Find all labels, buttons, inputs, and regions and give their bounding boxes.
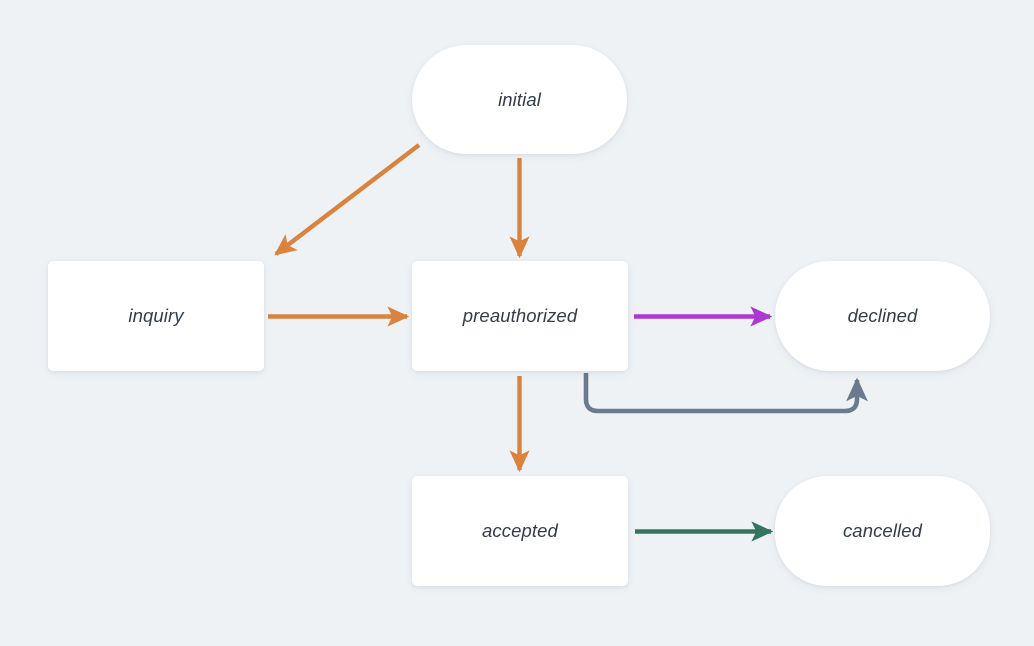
node-inquiry-label: inquiry: [128, 305, 184, 326]
edge-preauthorized-to-declined-loop: [583, 373, 868, 414]
node-cancelled-label: cancelled: [842, 520, 923, 541]
node-accepted-label: accepted: [482, 520, 558, 541]
node-preauthorized-label: preauthorized: [462, 305, 578, 326]
node-preauthorized[interactable]: preauthorized: [412, 261, 628, 371]
node-initial-label: initial: [498, 88, 541, 110]
edge-initial-to-inquiry: [274, 143, 421, 256]
node-cancelled[interactable]: cancelled: [775, 476, 990, 586]
node-accepted[interactable]: accepted: [412, 476, 628, 586]
node-declined[interactable]: declined: [775, 261, 990, 371]
node-initial[interactable]: initial: [412, 45, 627, 154]
node-inquiry[interactable]: inquiry: [48, 261, 264, 371]
node-declined-label: declined: [847, 305, 918, 326]
